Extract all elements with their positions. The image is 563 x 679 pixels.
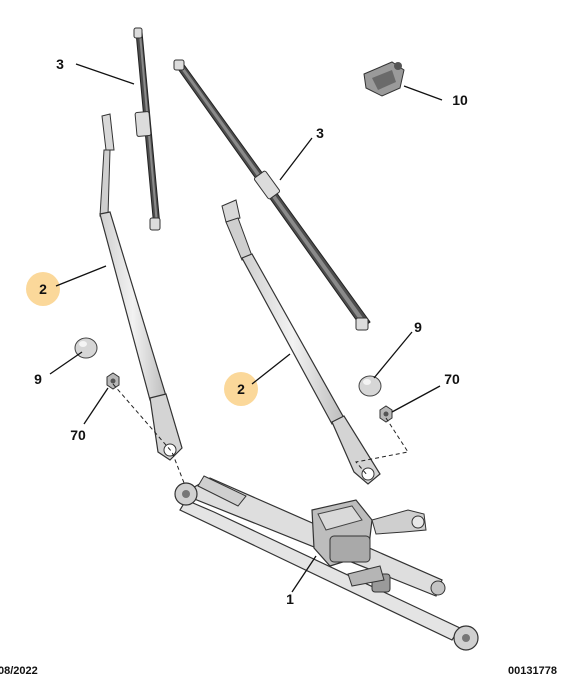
footer-date: 08/2022	[0, 665, 38, 677]
callout-3-left: 3	[56, 56, 64, 72]
nut-70-right	[379, 405, 393, 423]
callout-70-left: 70	[70, 427, 86, 443]
callout-1: 1	[286, 591, 294, 607]
wiper-linkage-assembly	[174, 475, 479, 651]
highlight-circle-2-left	[26, 272, 60, 306]
wiper-arm-left	[99, 113, 183, 461]
callout-3-right: 3	[316, 125, 324, 141]
leader-lines	[49, 63, 443, 593]
assembly-guide-lines	[112, 383, 409, 489]
highlight-circle-2-right	[224, 372, 258, 406]
callout-2-left: 2	[39, 281, 47, 297]
cap-9-right	[358, 375, 382, 397]
wiper-blade-right	[173, 59, 371, 331]
footer-reference: 00131778	[508, 665, 557, 677]
callout-9-right: 9	[414, 319, 422, 335]
callout-2-right: 2	[237, 381, 245, 397]
callout-70-right: 70	[444, 371, 460, 387]
callout-9-left: 9	[34, 371, 42, 387]
nut-70-left	[106, 372, 120, 390]
part-10-connector	[363, 61, 405, 97]
wiper-blade-left	[133, 27, 161, 231]
callout-10: 10	[452, 92, 468, 108]
wiper-arm-right	[221, 199, 381, 485]
